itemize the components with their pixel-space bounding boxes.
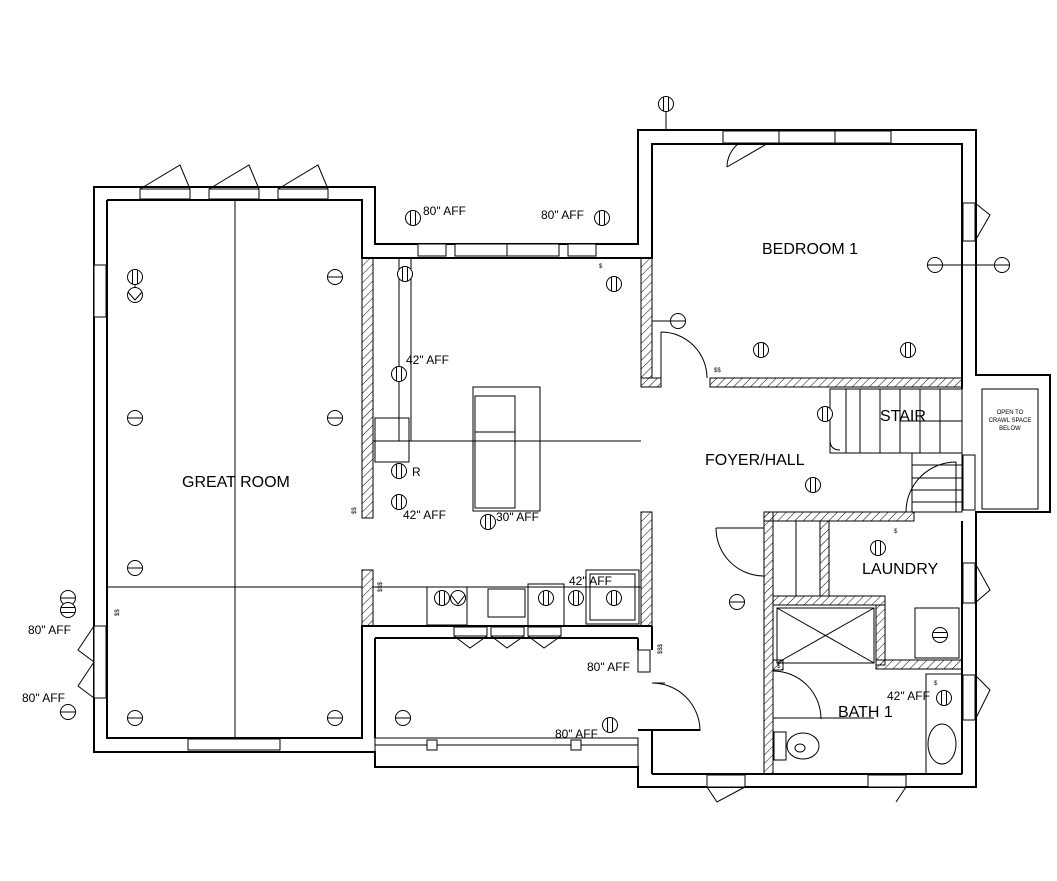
kitchen-island [472,386,541,512]
switch-mark: $ [934,681,938,687]
crawl-space-note: OPEN TO CRAWL SPACE BELOW [989,410,1032,432]
aff-annotation: 80" AFF [28,623,71,637]
room-label-stair: STAIR [880,408,926,425]
aff-annotation: 42" AFF [569,574,612,588]
switch-mark: $$$ [378,581,384,592]
room-label-bath-1: BATH 1 [838,704,893,721]
sink [487,588,526,618]
room-label-bedroom-1: BEDROOM 1 [762,241,858,258]
vanity [925,673,963,775]
washer [914,607,960,659]
toilet [786,732,820,760]
switch-mark: $$ [714,368,721,374]
crawl-space-opening [981,388,1039,510]
height-annotations: 80" AFF 80" AFF 42" AFF R 42" AFF 30" AF… [22,204,930,741]
aff-annotation: 80" AFF [587,660,630,674]
shower [776,607,875,664]
switch-mark: $$ [352,507,358,514]
tub-sink [927,723,957,765]
exterior-walls [93,129,1051,788]
bath-fixtures [773,607,963,775]
stairs [772,388,1039,597]
aff-annotation: 80" AFF [541,208,584,222]
aff-annotation: 80" AFF [555,727,598,741]
room-label-foyer-hall: FOYER/HALL [705,452,805,469]
room-label-laundry: LAUNDRY [862,561,939,578]
windows [77,130,991,803]
refrigerator-mark: R [412,465,421,479]
electrical-symbols [60,96,1010,733]
switch-mark: $$$ [658,643,664,654]
kitchen [373,258,641,627]
crawl-note-line: OPEN TO [997,410,1024,416]
aff-annotation: 80" AFF [22,691,65,705]
switch-mark: $ [777,664,781,670]
room-labels: GREAT ROOM BEDROOM 1 STAIR FOYER/HALL LA… [182,241,939,721]
great-room-grid [107,200,362,738]
aff-annotation: 80" AFF [423,204,466,218]
refrigerator [585,569,640,625]
crawl-note-line: BELOW [999,426,1021,432]
switch-mark: $$ [115,609,121,616]
receptacle-symbol [127,269,143,285]
switch-mark: $ [599,264,603,270]
room-label-great-room: GREAT ROOM [182,474,290,491]
switch-mark: $ [894,529,898,535]
doors [651,137,957,732]
aff-annotation: 42" AFF [403,508,446,522]
aff-annotation: 42" AFF [406,353,449,367]
aff-annotation: 42" AFF [887,689,930,703]
range [527,583,565,627]
crawl-note-line: CRAWL SPACE [989,418,1032,424]
switch-marks: $ $$ $$$ $$ $$$ $$ $ $ $ [115,264,938,687]
interior-walls [361,257,963,775]
aff-annotation: 30" AFF [496,510,539,524]
